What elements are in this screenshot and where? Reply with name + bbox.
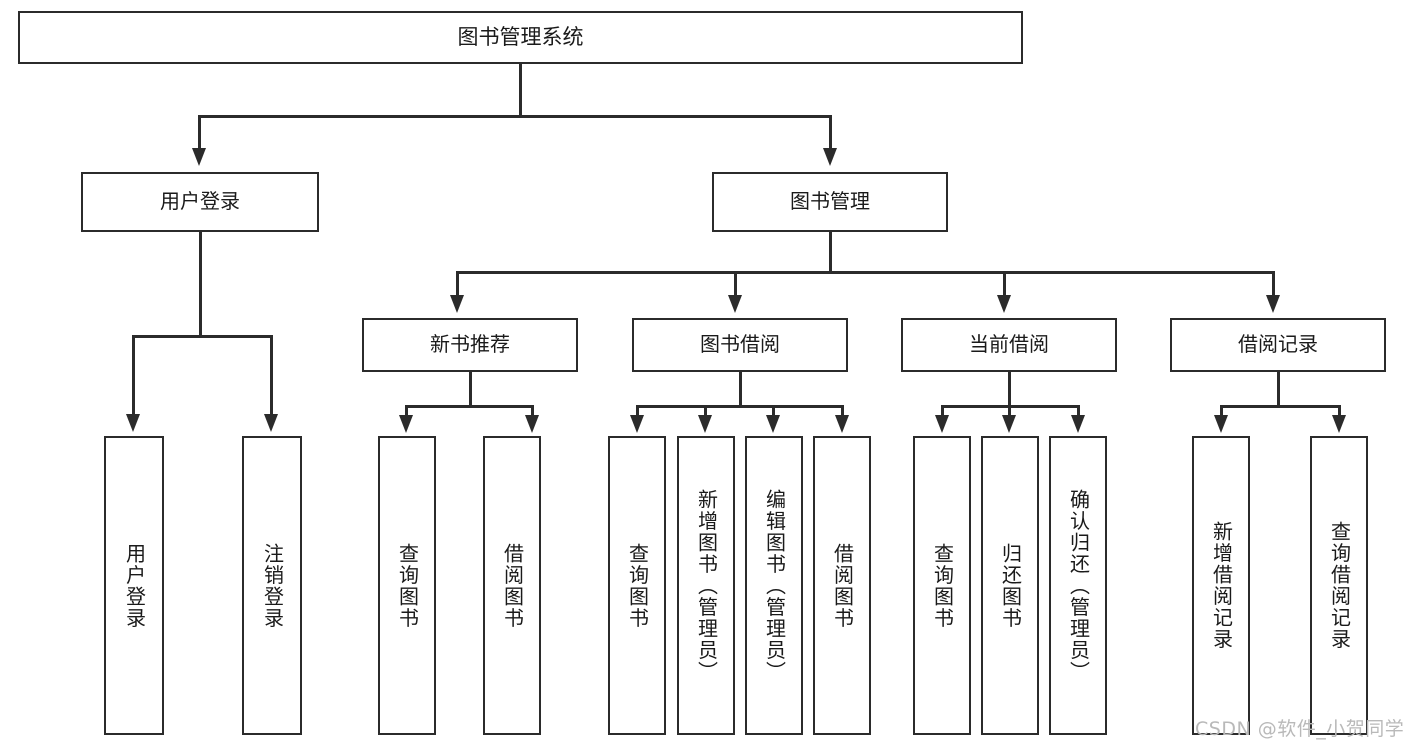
connector-bb-drop-1 bbox=[636, 405, 639, 419]
arrow-to-new-book-recommend bbox=[450, 295, 464, 313]
node-leaf-add-record-label: 新增借阅记录 bbox=[1209, 521, 1234, 650]
connector-bm-drop-4 bbox=[1272, 271, 1275, 298]
node-leaf-query-book-2-label: 查询图书 bbox=[625, 542, 650, 629]
node-leaf-add-book-label: 新增图书（管理员） bbox=[694, 488, 719, 683]
node-leaf-borrow-book-2-label: 借阅图书 bbox=[830, 542, 855, 629]
connector-book-management-stem bbox=[829, 232, 832, 273]
arrow-root-to-book-management bbox=[823, 148, 837, 166]
connector-user-login-drop-1 bbox=[132, 335, 135, 417]
arrow-to-leaf-confirm-return bbox=[1071, 415, 1085, 433]
connector-bb-bus bbox=[636, 405, 843, 408]
arrow-to-leaf-query-book-1 bbox=[399, 415, 413, 433]
node-new-book-recommend[interactable]: 新书推荐 bbox=[362, 318, 578, 372]
node-leaf-confirm-return-label: 确认归还（管理员） bbox=[1066, 488, 1091, 683]
arrow-to-leaf-return-book bbox=[1002, 415, 1016, 433]
node-leaf-borrow-book-2[interactable]: 借阅图书 bbox=[813, 436, 871, 735]
node-leaf-query-book-1[interactable]: 查询图书 bbox=[378, 436, 436, 735]
node-leaf-query-book-3[interactable]: 查询图书 bbox=[913, 436, 971, 735]
node-book-borrow[interactable]: 图书借阅 bbox=[632, 318, 848, 372]
node-leaf-confirm-return[interactable]: 确认归还（管理员） bbox=[1049, 436, 1107, 735]
connector-br-drop-1 bbox=[1220, 405, 1223, 419]
arrow-to-leaf-add-record bbox=[1214, 415, 1228, 433]
connector-bm-drop-3 bbox=[1003, 271, 1006, 298]
arrow-to-leaf-add-book bbox=[698, 415, 712, 433]
node-current-borrow[interactable]: 当前借阅 bbox=[901, 318, 1117, 372]
connector-br-bus bbox=[1220, 405, 1340, 408]
node-user-login[interactable]: 用户登录 bbox=[81, 172, 319, 232]
connector-bb-drop-3 bbox=[772, 405, 775, 419]
node-leaf-return-book-label: 归还图书 bbox=[998, 542, 1023, 629]
node-leaf-user-logout[interactable]: 注销登录 bbox=[242, 436, 302, 735]
arrow-to-leaf-edit-book bbox=[766, 415, 780, 433]
connector-cb-bus bbox=[941, 405, 1080, 408]
connector-cb-drop-3 bbox=[1077, 405, 1080, 419]
arrow-to-leaf-borrow-book-1 bbox=[525, 415, 539, 433]
connector-bb-drop-2 bbox=[704, 405, 707, 419]
node-leaf-borrow-book-1-label: 借阅图书 bbox=[500, 542, 525, 629]
node-book-management[interactable]: 图书管理 bbox=[712, 172, 948, 232]
arrow-to-leaf-user-login bbox=[126, 414, 140, 432]
node-leaf-query-book-2[interactable]: 查询图书 bbox=[608, 436, 666, 735]
node-book-management-label: 图书管理 bbox=[790, 189, 870, 214]
connector-cb-stem bbox=[1008, 372, 1011, 407]
connector-book-management-bus bbox=[456, 271, 1274, 274]
arrow-root-to-user-login bbox=[192, 148, 206, 166]
connector-user-login-stem bbox=[199, 232, 202, 336]
node-leaf-edit-book-label: 编辑图书（管理员） bbox=[762, 488, 787, 683]
connector-user-login-bus bbox=[132, 335, 270, 338]
node-leaf-borrow-book-1[interactable]: 借阅图书 bbox=[483, 436, 541, 735]
arrow-to-current-borrow bbox=[997, 295, 1011, 313]
node-root[interactable]: 图书管理系统 bbox=[18, 11, 1023, 64]
connector-br-drop-2 bbox=[1338, 405, 1341, 419]
node-new-book-recommend-label: 新书推荐 bbox=[430, 332, 510, 357]
node-leaf-user-login[interactable]: 用户登录 bbox=[104, 436, 164, 735]
node-leaf-query-record-label: 查询借阅记录 bbox=[1327, 521, 1352, 650]
node-leaf-query-book-1-label: 查询图书 bbox=[395, 542, 420, 629]
arrow-to-leaf-query-book-2 bbox=[630, 415, 644, 433]
arrow-to-leaf-borrow-book-2 bbox=[835, 415, 849, 433]
arrow-to-leaf-query-record bbox=[1332, 415, 1346, 433]
connector-root-to-user-login bbox=[198, 115, 201, 151]
connector-nbr-drop-1 bbox=[405, 405, 408, 419]
node-current-borrow-label: 当前借阅 bbox=[969, 332, 1049, 357]
connector-root-stem bbox=[519, 64, 522, 116]
node-leaf-edit-book[interactable]: 编辑图书（管理员） bbox=[745, 436, 803, 735]
arrow-to-leaf-user-logout bbox=[264, 414, 278, 432]
connector-nbr-stem bbox=[469, 372, 472, 407]
node-book-borrow-label: 图书借阅 bbox=[700, 332, 780, 357]
connector-user-login-drop-2 bbox=[270, 335, 273, 417]
connector-br-stem bbox=[1277, 372, 1280, 407]
node-leaf-user-login-label: 用户登录 bbox=[122, 542, 147, 629]
connector-bm-drop-2 bbox=[734, 271, 737, 298]
connector-cb-drop-2 bbox=[1008, 405, 1011, 419]
connector-bb-stem bbox=[739, 372, 742, 407]
node-borrow-record[interactable]: 借阅记录 bbox=[1170, 318, 1386, 372]
node-borrow-record-label: 借阅记录 bbox=[1238, 332, 1318, 357]
connector-bb-drop-4 bbox=[841, 405, 844, 419]
node-leaf-add-record[interactable]: 新增借阅记录 bbox=[1192, 436, 1250, 735]
connector-nbr-drop-2 bbox=[531, 405, 534, 419]
node-user-login-label: 用户登录 bbox=[160, 189, 240, 214]
arrow-to-leaf-query-book-3 bbox=[935, 415, 949, 433]
node-leaf-query-record[interactable]: 查询借阅记录 bbox=[1310, 436, 1368, 735]
arrow-to-book-borrow bbox=[728, 295, 742, 313]
connector-cb-drop-1 bbox=[941, 405, 944, 419]
arrow-to-borrow-record bbox=[1266, 295, 1280, 313]
connector-root-bus bbox=[198, 115, 832, 118]
connector-bm-drop-1 bbox=[456, 271, 459, 298]
node-leaf-user-logout-label: 注销登录 bbox=[260, 542, 285, 629]
node-leaf-return-book[interactable]: 归还图书 bbox=[981, 436, 1039, 735]
connector-nbr-bus bbox=[405, 405, 533, 408]
node-leaf-add-book[interactable]: 新增图书（管理员） bbox=[677, 436, 735, 735]
node-leaf-query-book-3-label: 查询图书 bbox=[930, 542, 955, 629]
node-root-label: 图书管理系统 bbox=[457, 25, 584, 50]
connector-root-to-book-management bbox=[829, 115, 832, 151]
watermark-text: CSDN @软件_小贺同学 bbox=[1195, 718, 1405, 740]
